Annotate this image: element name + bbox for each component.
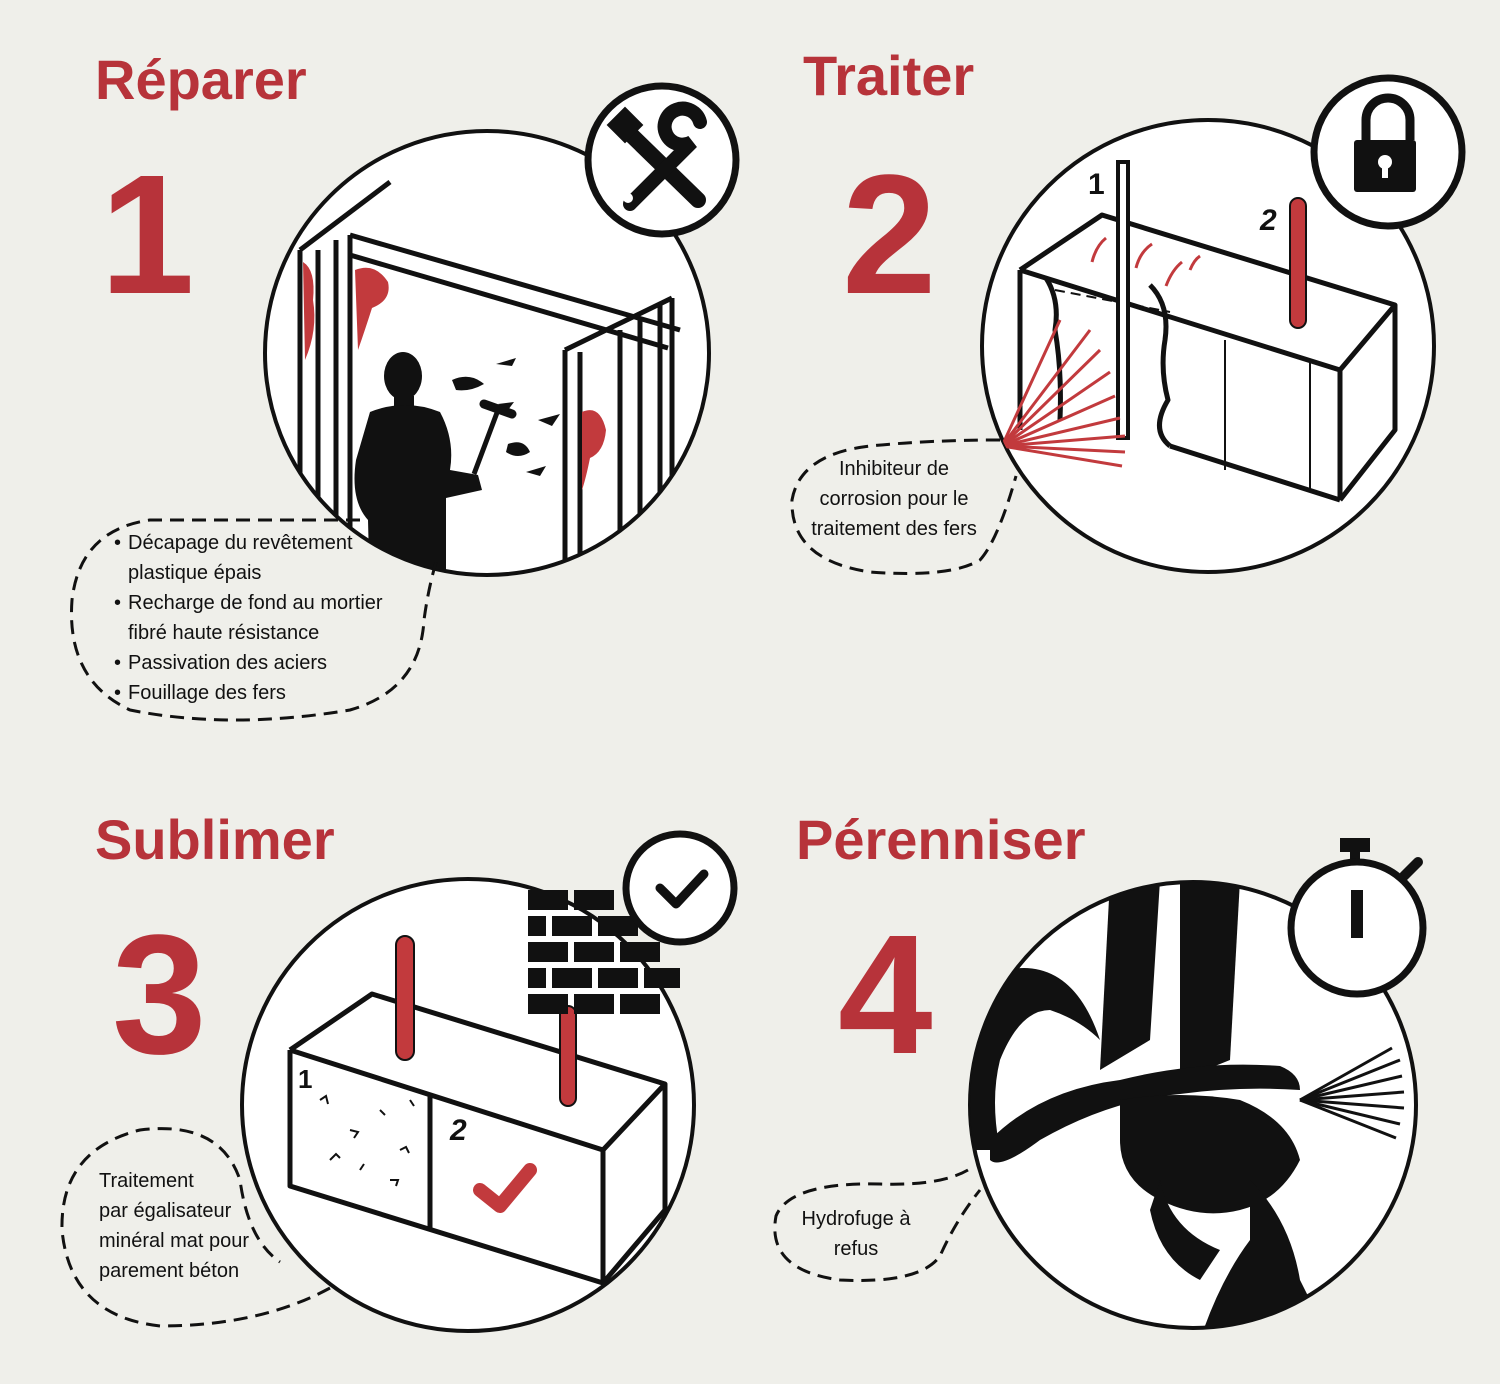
rebar-2 (1289, 197, 1307, 329)
step-1-note: Passivation des aciers (112, 648, 412, 678)
step-1-notes: Décapage du revêtement plastique épais R… (112, 528, 412, 708)
rough-texture (319, 1094, 415, 1204)
rebar-1-label: 1 (1088, 168, 1105, 201)
tools-icon (584, 82, 740, 238)
padlock-icon (1310, 74, 1466, 230)
damage-patch (303, 262, 315, 360)
step-1-number: 1 (100, 140, 195, 330)
step-4-scene (773, 838, 1427, 1330)
note-line: Traitement (99, 1170, 194, 1192)
rebar-1 (395, 935, 415, 1061)
zone-1-label: 1 (298, 1064, 312, 1094)
spray-bristles (1299, 1046, 1405, 1140)
step-2-callout (790, 438, 1018, 575)
rebar-2-label: 2 (1259, 204, 1277, 237)
stopwatch-icon (1287, 838, 1427, 998)
step-1-callout (69, 518, 438, 722)
step-3-scene: 1 2 (60, 830, 738, 1333)
check-mark (473, 1163, 537, 1213)
debris (452, 358, 560, 476)
step-1-note: Fouillage des fers (112, 678, 412, 708)
rebar-1 (1116, 160, 1130, 440)
step-4-note: Hydrofuge à refus (786, 1204, 926, 1264)
note-line: traitement des fers (811, 518, 977, 540)
note-line: corrosion pour le (819, 488, 969, 510)
step-2-title: Traiter (803, 44, 975, 107)
step-4-title: Pérenniser (796, 808, 1086, 871)
note-line: Inhibiteur de (838, 458, 950, 480)
step-1-title: Réparer (95, 48, 307, 111)
damage-patch (582, 410, 606, 490)
note-line: par égalisateur (99, 1200, 232, 1222)
hammer (471, 409, 501, 475)
concrete-block (1017, 212, 1398, 503)
step-3-callout (60, 1127, 331, 1328)
damage-patch (355, 267, 389, 350)
step-3-number: 3 (112, 900, 207, 1090)
concrete-block (287, 991, 668, 1286)
step-2-number: 2 (842, 140, 937, 330)
note-line: Hydrofuge à (801, 1208, 911, 1230)
step-2-scene: 1 2 (790, 74, 1466, 575)
inhibitor-spray (1000, 319, 1126, 468)
step-3-title: Sublimer (95, 808, 335, 871)
note-line: minéral mat pour (99, 1230, 250, 1252)
applicator-photo (970, 882, 1405, 1328)
step-3-note: Traitement par égalisateur minéral mat p… (99, 1166, 279, 1286)
brick-wall-check-icon (528, 830, 738, 1014)
step-1-note: Décapage du revêtement plastique épais (112, 528, 412, 588)
zone-2-label: 2 (449, 1114, 467, 1147)
step-2-note: Inhibiteur de corrosion pour le traiteme… (796, 454, 992, 544)
step-1-note: Recharge de fond au mortier fibré haute … (112, 588, 412, 648)
note-line: parement béton (99, 1260, 240, 1282)
rebar-2 (559, 1005, 577, 1107)
step-4-callout (773, 1168, 982, 1282)
note-line: refus (833, 1238, 879, 1260)
step-4-number: 4 (838, 900, 933, 1090)
